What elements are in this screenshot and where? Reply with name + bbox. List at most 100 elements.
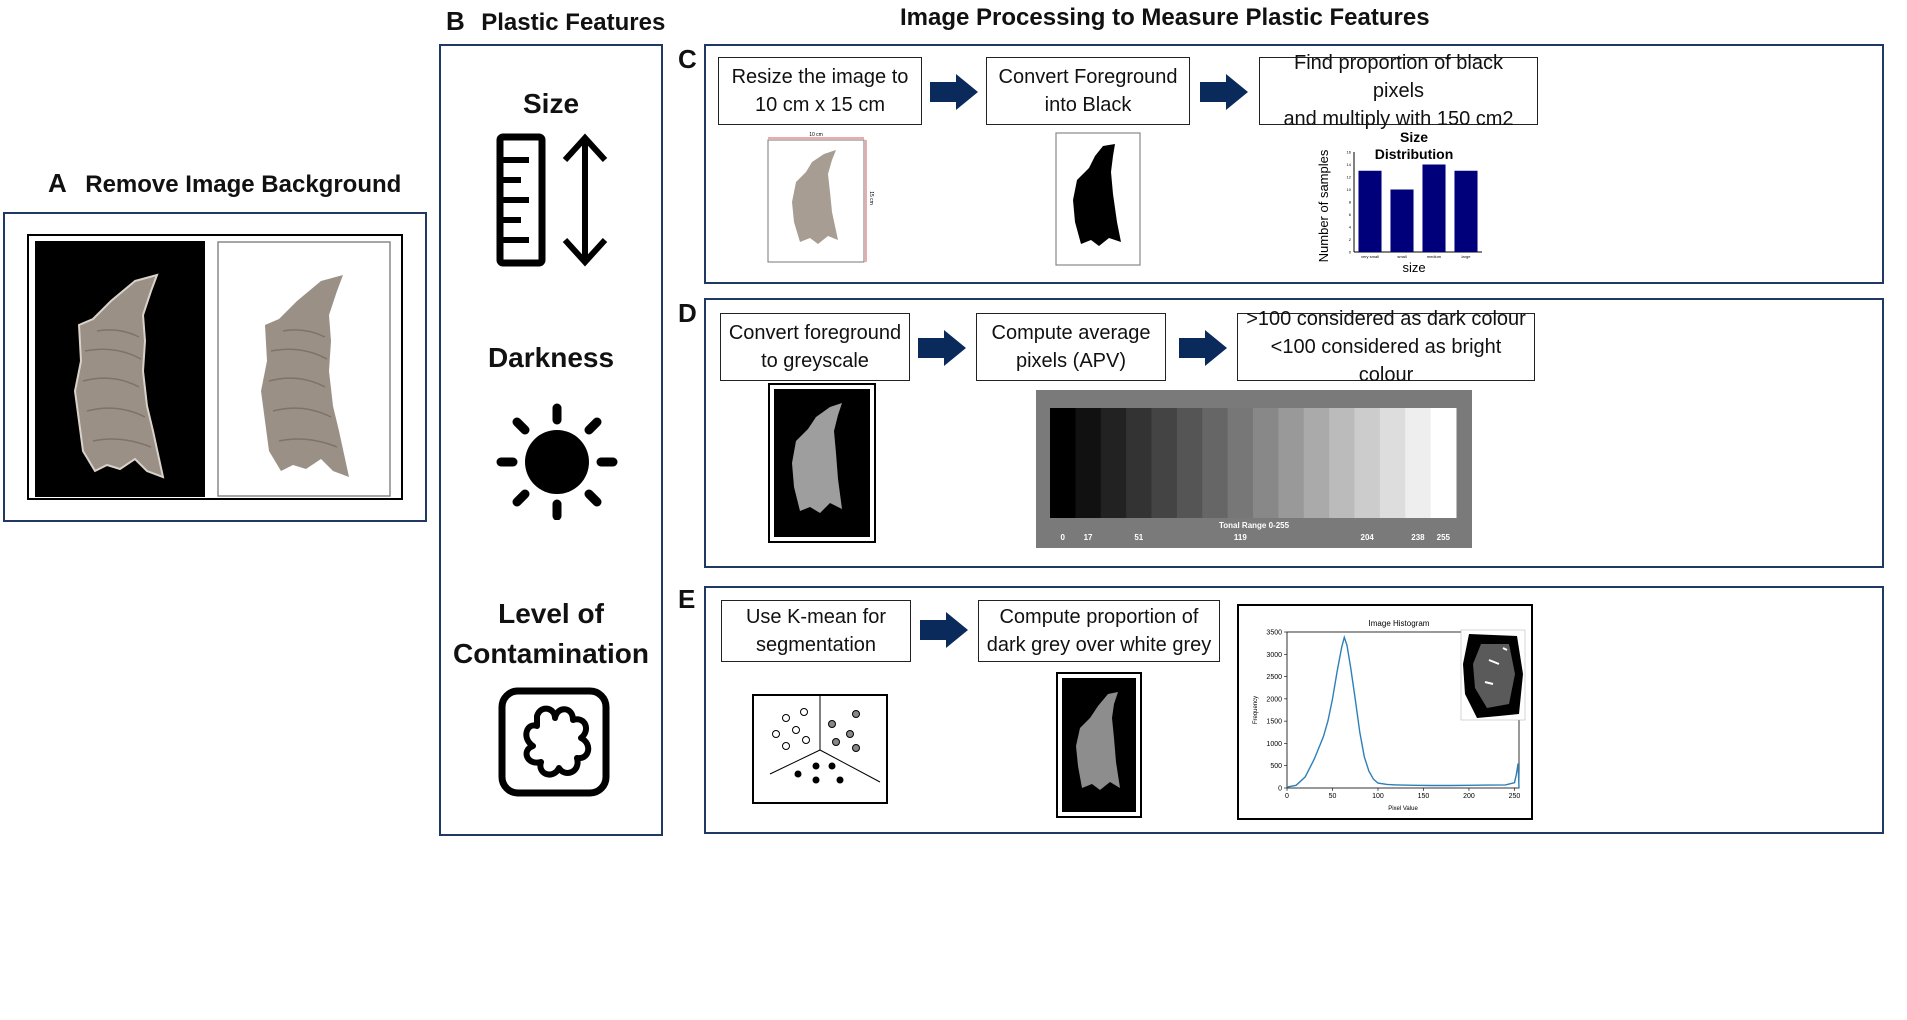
bar-large: [1454, 170, 1478, 252]
sun-icon: [496, 403, 618, 520]
panel-b-letter: B: [446, 6, 465, 36]
image-frame: [27, 234, 403, 500]
ruler-height-label: 15 cm: [868, 191, 874, 205]
x-tick-label: large: [1462, 254, 1472, 259]
x-tick-label: 100: [1372, 793, 1384, 800]
arrow-icon: [920, 612, 968, 648]
plastic-piece: [792, 150, 838, 244]
greyscale-image: [768, 383, 876, 543]
tone-step: [1405, 408, 1432, 518]
tone-step: [1126, 408, 1152, 518]
tone-step: [1278, 408, 1305, 518]
panel-d-letter: D: [678, 298, 697, 328]
tone-step: [1176, 408, 1203, 518]
plastic-piece: [792, 403, 842, 513]
tonal-tick-label: 255: [1437, 533, 1451, 542]
x-tick-label: 150: [1418, 793, 1430, 800]
chart-title-line-2: Distribution: [1375, 146, 1454, 162]
tone-step: [1202, 408, 1229, 518]
tonal-tick-label: 119: [1234, 533, 1247, 542]
step-average-pixels: Compute average pixels (APV): [976, 313, 1166, 381]
histogram-title: Image Histogram: [1369, 619, 1430, 628]
panel-b-title: Plastic Features: [481, 9, 666, 36]
tonal-range-title: Tonal Range 0-255: [1219, 521, 1290, 530]
tone-step: [1354, 408, 1381, 518]
step-convert-black: Convert Foreground into Black: [986, 57, 1190, 125]
tonal-tick-label: 51: [1134, 533, 1143, 542]
tone-step: [1227, 408, 1254, 518]
step-resize-image: Resize the image to 10 cm x 15 cm: [718, 57, 922, 125]
step-black-proportion: Find proportion of black pixels and mult…: [1259, 52, 1538, 130]
y-tick-label: 12: [1347, 175, 1352, 180]
panel-e-letter: E: [678, 584, 696, 614]
x-tick-label: 200: [1463, 793, 1475, 800]
panel-b-heading: B Plastic Features: [446, 6, 665, 37]
original-image: [35, 241, 205, 497]
bar-medium: [1422, 164, 1446, 252]
y-tick-label: 2: [1349, 237, 1352, 242]
panel-a-letter: A: [48, 168, 67, 198]
arrow-icon: [930, 74, 978, 110]
x-tick-label: very small: [1361, 254, 1379, 259]
size-distribution-chart: Size Distribution Number of samples size…: [1316, 129, 1482, 275]
step-dark-white-proportion: Compute proportion of dark grey over whi…: [978, 600, 1220, 662]
feature-darkness-label: Darkness: [487, 342, 615, 373]
x-tick-label: medium: [1427, 254, 1442, 259]
y-tick-label: 0: [1278, 786, 1282, 793]
histogram-x-label: Pixel Value: [1388, 806, 1418, 812]
x-axis-label: size: [1402, 260, 1425, 275]
ruler-width-label: 10 cm: [809, 132, 823, 138]
black-foreground-image: [1055, 132, 1141, 266]
x-tick-label: 50: [1329, 793, 1337, 800]
bar-small: [1390, 189, 1414, 252]
panel-c-letter: C: [678, 44, 697, 74]
tonal-tick-label: 0: [1060, 533, 1065, 542]
y-tick-label: 500: [1270, 763, 1282, 770]
segmented-image: [1056, 672, 1142, 818]
tonal-tick-label: 238: [1411, 533, 1425, 542]
feature-contamination-label: Level of Contamination: [453, 598, 649, 669]
tone-step: [1100, 408, 1127, 518]
tone-step: [1303, 408, 1330, 518]
tonal-tick-label: 204: [1361, 533, 1375, 542]
main-title: Image Processing to Measure Plastic Feat…: [900, 4, 1430, 31]
tone-step: [1253, 408, 1279, 518]
y-tick-label: 10: [1347, 187, 1352, 192]
x-tick-label: small: [1397, 254, 1406, 259]
step-greyscale: Convert foreground to greyscale: [720, 313, 910, 381]
feature-size-label: Size: [522, 88, 580, 119]
arrow-icon: [918, 330, 966, 366]
tone-step: [1050, 408, 1076, 518]
chart-title-line-1: Size: [1400, 129, 1428, 145]
tonal-tick-label: 17: [1084, 533, 1093, 542]
y-tick-label: 3000: [1266, 652, 1282, 659]
y-axis-label: Number of samples: [1316, 149, 1331, 262]
x-tick-label: 0: [1285, 793, 1289, 800]
plastic-piece: [73, 273, 165, 479]
arrow-icon: [1179, 330, 1227, 366]
panel-c: [704, 44, 1884, 284]
panel-e: [704, 586, 1884, 834]
tone-step: [1151, 408, 1178, 518]
y-tick-label: 2500: [1266, 674, 1282, 681]
panel-d: [704, 298, 1884, 568]
plastic-piece: [1076, 692, 1120, 790]
x-tick-label: 250: [1509, 793, 1521, 800]
panel-a-heading: A Remove Image Background: [48, 168, 401, 199]
bar-very-small: [1358, 170, 1382, 252]
background-removed-image: [217, 241, 391, 497]
y-tick-label: 1500: [1266, 719, 1282, 726]
tonal-range-chart: Tonal Range 0-255 0 17 51 119 204 238 255: [1036, 390, 1472, 548]
y-tick-label: 16: [1347, 150, 1352, 155]
step-colour-threshold: >100 considered as dark colour <100 cons…: [1237, 308, 1535, 386]
panel-b: Size Darkness Level of Contamination: [439, 44, 663, 836]
resized-image: 10 cm 15 cm: [767, 132, 874, 263]
kmeans-cluster-diagram: [752, 694, 888, 804]
y-tick-label: 1000: [1266, 741, 1282, 748]
y-tick-label: 6: [1349, 212, 1352, 217]
y-tick-label: 4: [1349, 225, 1352, 230]
tone-step: [1075, 408, 1102, 518]
panel-a-title: Remove Image Background: [85, 171, 402, 198]
tone-step: [1329, 408, 1355, 518]
step-kmeans: Use K-mean for segmentation: [721, 600, 911, 662]
